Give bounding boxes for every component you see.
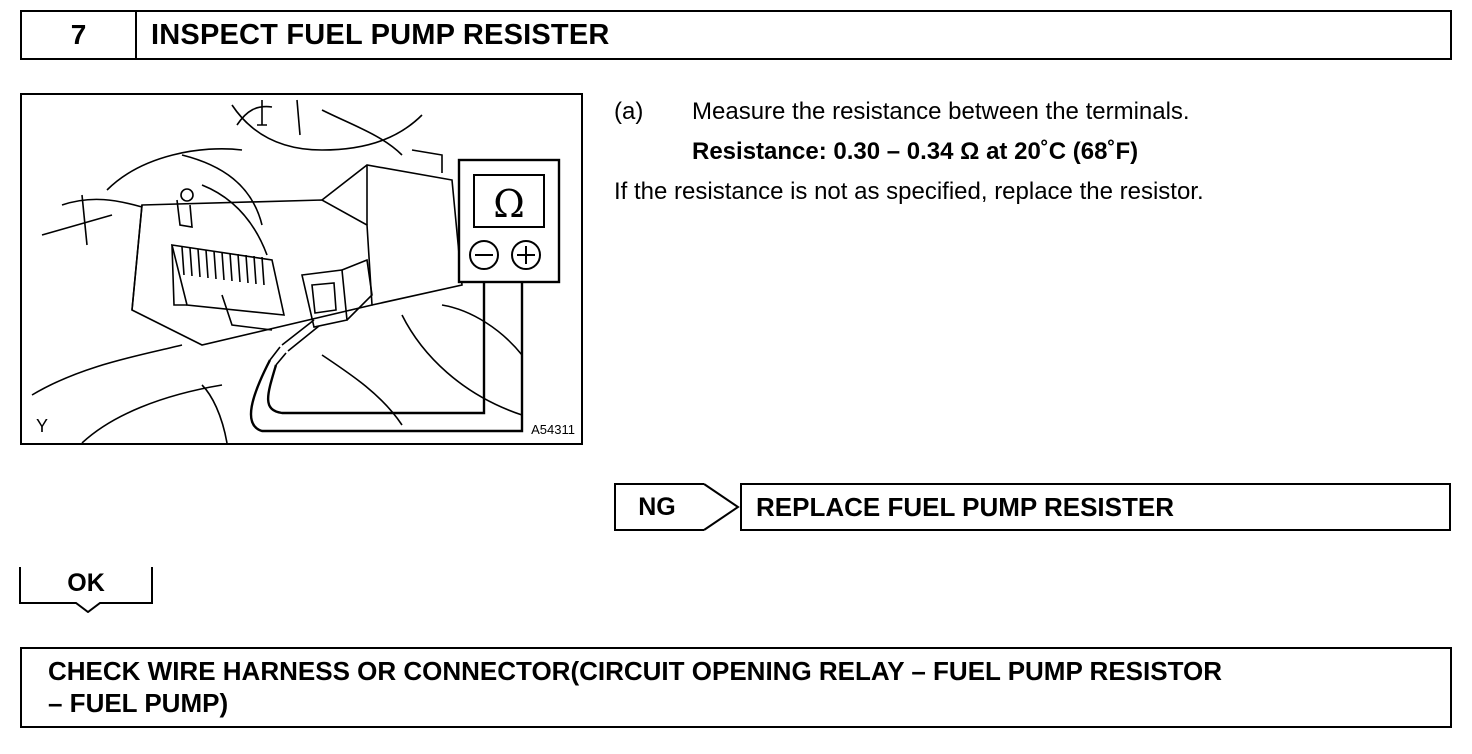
instructions: (a) Measure the resistance between the t… bbox=[614, 92, 1454, 212]
instruction-item: (a) Measure the resistance between the t… bbox=[614, 92, 1454, 132]
step-title: INSPECT FUEL PUMP RESISTER bbox=[151, 18, 610, 51]
resistance-spec: Resistance: 0.30 – 0.34 Ω at 20˚C (68˚F) bbox=[692, 138, 1139, 165]
resistor-diagram: Ω bbox=[31, 99, 561, 443]
ng-action: REPLACE FUEL PUMP RESISTER bbox=[740, 483, 1451, 531]
step-header: 7 INSPECT FUEL PUMP RESISTER bbox=[20, 10, 1452, 60]
next-step-line2: – FUEL PUMP) bbox=[48, 688, 229, 718]
item-label: (a) bbox=[614, 98, 644, 125]
next-step-line1: CHECK WIRE HARNESS OR CONNECTOR(CIRCUIT … bbox=[48, 656, 1222, 686]
step-number: 7 bbox=[22, 12, 137, 58]
item-text: Measure the resistance between the termi… bbox=[692, 98, 1190, 125]
ok-tag: OK bbox=[18, 565, 158, 614]
figure-code: A54311 bbox=[531, 422, 575, 437]
ok-arrow-shape bbox=[19, 567, 153, 614]
ohm-symbol: Ω bbox=[493, 182, 525, 226]
figure-corner-label: Y bbox=[36, 416, 49, 436]
inspection-illustration: Ω Y A54311 bbox=[20, 93, 583, 445]
ok-label: OK bbox=[67, 569, 105, 597]
ng-label: NG bbox=[614, 483, 704, 531]
instruction-note: If the resistance is not as specified, r… bbox=[614, 178, 1204, 205]
arrow-right-icon bbox=[703, 483, 740, 531]
next-step: CHECK WIRE HARNESS OR CONNECTOR(CIRCUIT … bbox=[20, 647, 1452, 728]
